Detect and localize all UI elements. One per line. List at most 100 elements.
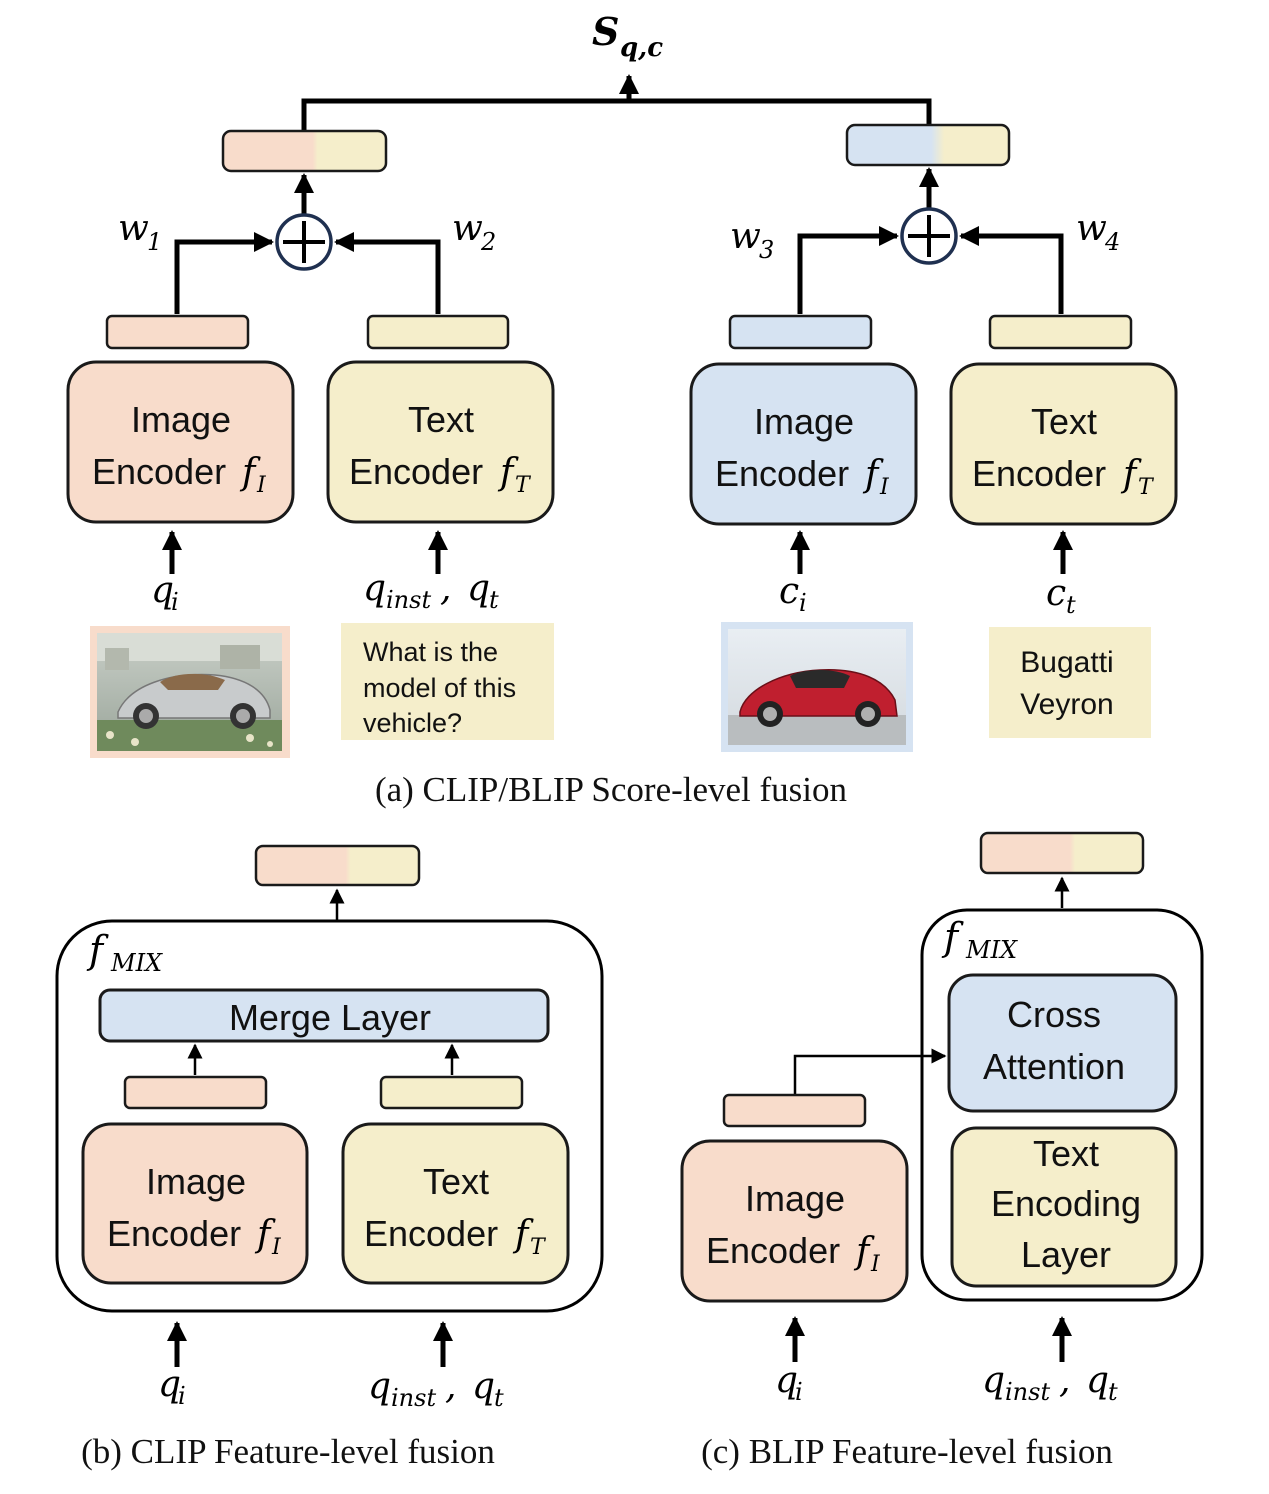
query-text-encoder: Text Encoder f T [326,360,555,524]
svg-text:Attention: Attention [983,1046,1125,1087]
svg-text:I: I [256,473,267,498]
svg-text:Text: Text [1031,401,1097,442]
candidate-fused-vector [845,123,1011,167]
svg-text:Image: Image [754,401,854,442]
score-symbol: S [592,9,619,54]
svg-text:Bugatti: Bugatti [1020,646,1113,679]
clip-text-encoder: Text Encoder f T [341,1122,570,1285]
svg-text:w: w [730,216,761,257]
query-text-sample: What is the model of this vehicle? [341,623,554,740]
svg-text:q: q [467,568,490,609]
svg-text:q: q [151,570,174,611]
svg-text:w: w [1076,208,1107,249]
w2-label: w 2 [452,208,496,256]
svg-text:q: q [158,1364,181,1405]
svg-text:Text: Text [408,399,474,440]
svg-text:I: I [271,1235,282,1260]
svg-text:i: i [795,1378,803,1406]
w4-label: w 4 [1076,208,1120,256]
svg-text:Image: Image [131,399,231,440]
panel-a-score-fusion: w 1 w 2 w 3 w 4 Image Encoder f I [66,123,1178,809]
svg-text:t: t [1066,591,1076,619]
clip-fmix-label: f MIX [86,928,163,977]
svg-text:,: , [440,568,451,609]
svg-text:MIX: MIX [965,936,1018,964]
svg-text:Cross: Cross [1007,994,1101,1035]
svg-text:q: q [775,1360,798,1401]
candidate-text-sample: Bugatti Veyron [989,627,1151,738]
svg-text:Encoder: Encoder [107,1213,241,1254]
qinst-qt-label: q inst , q t [363,568,499,614]
svg-text:i: i [799,589,807,617]
svg-text:q: q [363,568,386,609]
ci-label: c i [779,571,807,617]
blip-image-to-cross-attention-arrow [793,1048,947,1094]
svg-text:t: t [1108,1378,1118,1406]
w3-label: w 3 [730,216,774,264]
merge-layer: Merge Layer [98,988,550,1043]
svg-text:Encoder: Encoder [706,1230,840,1271]
cross-attention-block: Cross Attention [947,973,1178,1113]
svg-text:4: 4 [1104,228,1120,256]
blip-qi-label: q i [775,1360,803,1406]
svg-text:q: q [472,1366,495,1407]
svg-text:i: i [178,1382,186,1410]
candidate-image-encoder: Image Encoder f I [689,362,918,526]
svg-text:c: c [1046,573,1066,614]
svg-text:i: i [171,588,179,616]
caption-b: (b) CLIP Feature-level fusion [81,1432,495,1471]
w1-connector [174,232,274,314]
query-image-embedding [105,314,250,350]
svg-text:T: T [515,473,532,498]
query-sum-icon [275,213,333,271]
w3-connector [797,226,899,314]
svg-text:q: q [982,1360,1005,1401]
svg-text:,: , [1059,1360,1070,1401]
blip-fused-output-vector [979,831,1145,875]
svg-text:w: w [118,208,149,249]
svg-text:Encoder: Encoder [715,453,849,494]
w4-connector [959,226,1064,314]
svg-text:t: t [494,1384,504,1412]
clip-image-encoder: Image Encoder f I [81,1122,309,1285]
svg-text:T: T [530,1235,547,1260]
blip-image-encoder: Image Encoder f I [680,1139,909,1303]
svg-text:1: 1 [147,228,162,256]
text-encoding-layer-block: Text Encoding Layer [950,1126,1178,1288]
ct-label: c t [1046,573,1076,619]
clip-qinst-qt-label: q inst , q t [368,1366,504,1412]
candidate-car-image [721,622,913,752]
candidate-sum-icon [900,207,958,265]
svg-text:I: I [870,1252,881,1277]
svg-text:I: I [879,475,890,500]
svg-text:Text: Text [423,1161,489,1202]
blip-image-embedding [722,1093,867,1128]
caption-a: (a) CLIP/BLIP Score-level fusion [375,770,847,809]
blip-qinst-qt-label: q inst , q t [982,1360,1118,1406]
query-car-image [90,626,290,758]
svg-text:inst: inst [1005,1378,1050,1406]
svg-text:Encoder: Encoder [92,451,226,492]
candidate-image-embedding [728,314,873,350]
clip-fused-output-vector [254,844,421,887]
panel-c-blip-feature-fusion: f MIX Cross Attention Text Encoding Laye… [680,831,1204,1471]
svg-text:t: t [489,586,499,614]
caption-c: (c) BLIP Feature-level fusion [701,1432,1113,1471]
svg-text:Encoder: Encoder [972,453,1106,494]
query-image-encoder: Image Encoder f I [66,360,295,524]
svg-text:q: q [368,1366,391,1407]
svg-text:T: T [1138,475,1155,500]
clip-qi-label: q i [158,1364,186,1410]
svg-text:2: 2 [480,228,496,256]
score-subscript: q,c [620,33,663,63]
candidate-text-embedding [988,314,1133,350]
svg-text:w: w [452,208,483,249]
svg-text:3: 3 [759,236,774,264]
svg-text:Text: Text [1033,1133,1099,1174]
score-merge-connector [301,98,932,130]
candidate-text-encoder: Text Encoder f T [949,362,1178,526]
panel-b-clip-feature-fusion: f MIX Merge Layer Image Encoder f I Text… [55,844,604,1471]
svg-text:Image: Image [745,1178,845,1219]
svg-text:q: q [1086,1360,1109,1401]
svg-text:model of this: model of this [363,673,516,703]
